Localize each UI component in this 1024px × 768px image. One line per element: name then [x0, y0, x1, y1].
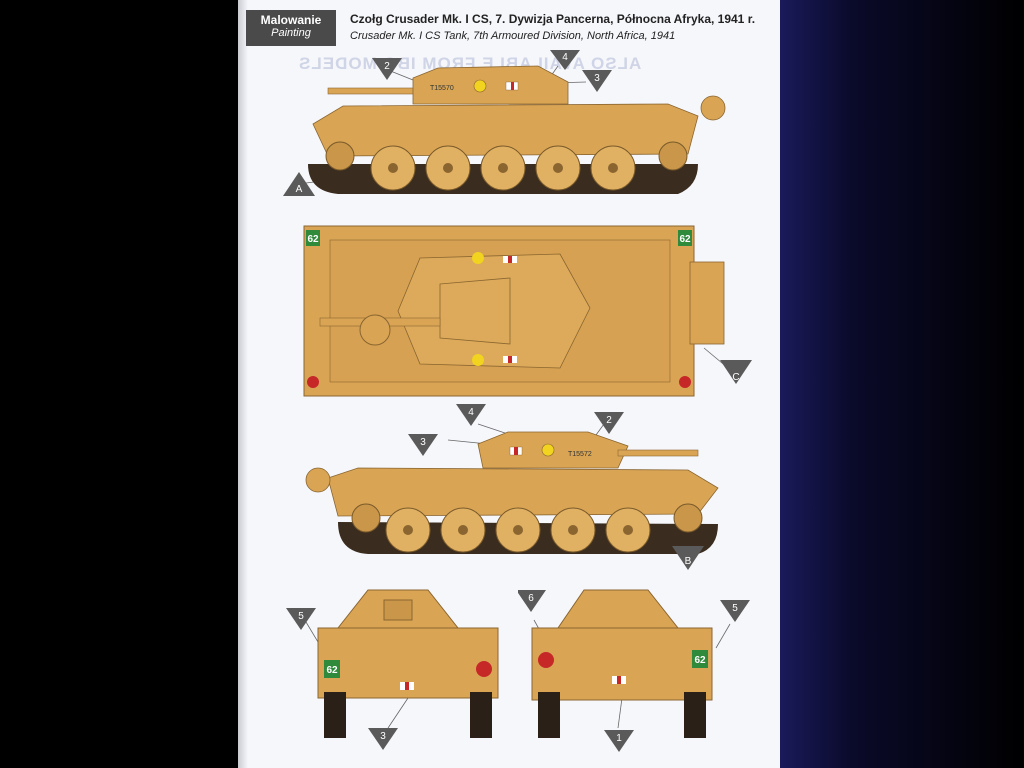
plate-number: 62 — [326, 665, 338, 676]
serial-number-left: T15570 — [430, 85, 454, 92]
tank-left-side-view: T15570 2 4 3 — [283, 50, 726, 196]
marker-1: 1 — [604, 730, 634, 752]
hull — [327, 467, 719, 517]
marker-label: 6 — [528, 593, 534, 604]
hull-rear — [531, 627, 713, 701]
gun-barrel — [327, 87, 419, 95]
marker-4-mid: 4 — [456, 404, 486, 426]
marker-label: 5 — [732, 603, 738, 614]
marker-label: C — [732, 372, 739, 383]
section-badge: Malowanie Painting — [246, 10, 336, 46]
page-title-pl: Czołg Crusader Mk. I CS, 7. Dywizja Panc… — [350, 12, 756, 26]
marker-4-top: 4 — [550, 50, 580, 70]
plate-rear — [678, 230, 692, 246]
division-emblem — [307, 376, 319, 388]
flag-red-bar — [405, 682, 409, 690]
marker-label: 4 — [468, 407, 474, 418]
division-emblem — [679, 376, 691, 388]
marker-c: C — [720, 360, 752, 384]
marker-label: A — [296, 184, 303, 195]
marker-5-left: 5 — [286, 608, 316, 630]
idler-wheel — [673, 503, 703, 533]
yellow-disc-marking — [472, 354, 484, 366]
wheel-hub — [458, 525, 468, 535]
marker-2-top-left: 2 — [372, 58, 402, 80]
instruction-sheet: ALSO AVAILABLE FROM IBG MODELS Malowanie… — [238, 0, 780, 768]
wheel-hub — [568, 525, 578, 535]
plate-number: 62 — [694, 655, 706, 666]
marker-3-mid: 3 — [408, 434, 438, 456]
marker-label: 4 — [562, 52, 568, 63]
plate-front — [306, 230, 320, 246]
tank-rear-view: 62 6 5 1 — [518, 589, 750, 752]
track-right — [470, 692, 492, 738]
marker-3-top: 3 — [582, 70, 612, 92]
plate-front — [324, 660, 340, 678]
wheel-hub — [443, 163, 453, 173]
division-emblem — [476, 661, 492, 677]
flag-red-bar — [617, 676, 621, 684]
marker-label: 5 — [298, 611, 304, 622]
yellow-disc-marking — [473, 79, 487, 93]
turret — [412, 65, 569, 105]
wheel-hub — [513, 525, 523, 535]
plate-number: 62 — [307, 234, 319, 245]
page-title-en: Crusader Mk. I CS Tank, 7th Armoured Div… — [350, 30, 676, 42]
track-left — [324, 692, 346, 738]
page-fold — [238, 0, 248, 768]
marker-b: B — [672, 546, 704, 570]
serial-number-right: T15572 — [568, 451, 592, 458]
plate-number: 62 — [679, 234, 691, 245]
driver-hatch — [359, 314, 391, 346]
marker-3-bottom: 3 — [368, 728, 398, 750]
callout-line — [715, 623, 731, 649]
drive-sprocket — [351, 503, 381, 533]
marker-label: 3 — [420, 437, 426, 448]
tank-right-side-view: T15572 4 2 3 — [305, 404, 719, 570]
spare-drum — [305, 467, 331, 493]
yellow-disc-marking — [472, 252, 484, 264]
spare-drum — [700, 95, 726, 121]
marker-2-mid: 2 — [594, 412, 624, 434]
callout-line — [387, 697, 409, 729]
wheel-hub — [623, 525, 633, 535]
marker-5-right: 5 — [720, 600, 750, 622]
section-badge-en: Painting — [271, 27, 311, 39]
tank-top-view: 62 62 C — [303, 225, 752, 397]
track-left — [538, 692, 560, 738]
plate-rear — [692, 650, 708, 668]
flag-red-bar — [508, 256, 512, 263]
turret-rear — [557, 589, 680, 629]
marker-label: 3 — [380, 731, 386, 742]
drive-sprocket — [658, 141, 688, 171]
flag-red-bar — [514, 447, 518, 455]
yellow-disc-marking — [541, 443, 555, 457]
tank-front-view: 62 5 3 — [286, 589, 499, 750]
wheel-hub — [403, 525, 413, 535]
marker-label: 2 — [384, 61, 390, 72]
marker-label: 3 — [594, 73, 600, 84]
gun-mantlet — [383, 599, 413, 621]
division-emblem — [538, 652, 554, 668]
rear-fuel-tank — [689, 261, 725, 345]
marker-a: A — [283, 172, 315, 196]
flag-red-bar — [511, 82, 514, 90]
idler-wheel — [325, 141, 355, 171]
wheel-hub — [498, 163, 508, 173]
wheel-hub — [553, 163, 563, 173]
wheel-hub — [608, 163, 618, 173]
marker-label: B — [685, 556, 692, 567]
turret-top — [397, 253, 591, 369]
gun-barrel — [617, 449, 699, 457]
marker-label: 1 — [616, 733, 622, 744]
section-badge-pl: Malowanie — [260, 13, 322, 27]
marker-label: 2 — [606, 415, 612, 426]
callout-line — [617, 697, 623, 729]
wheel-hub — [388, 163, 398, 173]
backdrop-right — [780, 0, 1024, 768]
marker-6: 6 — [518, 590, 546, 612]
backdrop-left — [0, 0, 238, 768]
flag-red-bar — [508, 356, 512, 363]
track-right — [684, 692, 706, 738]
